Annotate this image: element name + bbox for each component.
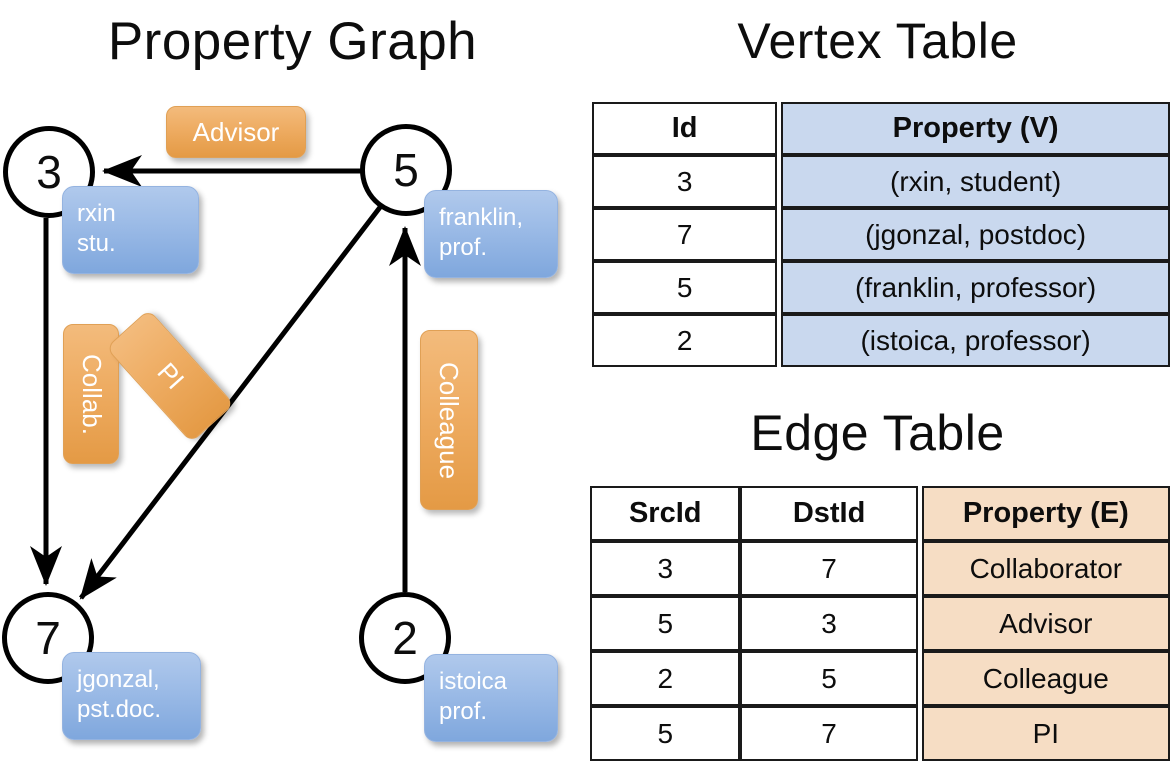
vertex-table-header-property: Property (V) bbox=[781, 102, 1170, 155]
table-row[interactable]: 2 5 Colleague bbox=[590, 651, 1170, 706]
edge-cell-srcid: 3 bbox=[590, 541, 741, 596]
edge-cell-dstid: 7 bbox=[740, 706, 918, 761]
vertex-property-box-istoica: istoica prof. bbox=[424, 654, 558, 742]
vertex-cell-property: (jgonzal, postdoc) bbox=[781, 208, 1170, 261]
edge-cell-dstid: 3 bbox=[740, 596, 918, 651]
edge-cell-srcid: 5 bbox=[590, 596, 741, 651]
edge-table-column-gap bbox=[917, 651, 922, 706]
vertex-property-line-2: prof. bbox=[439, 698, 488, 725]
vertex-property-box-franklin: franklin, prof. bbox=[424, 190, 558, 278]
vertex-table-column-gap bbox=[777, 102, 782, 155]
edge-table: SrcId DstId Property (E) 3 7 Collaborato… bbox=[590, 486, 1170, 761]
vertex-cell-id: 2 bbox=[592, 314, 778, 367]
edge-table-header-srcid: SrcId bbox=[590, 486, 741, 541]
graph-node-5[interactable]: 5 bbox=[360, 124, 452, 216]
table-row[interactable]: 5 7 PI bbox=[590, 706, 1170, 761]
page-title-property-graph: Property Graph bbox=[107, 12, 478, 71]
edge-table-header-dstid: DstId bbox=[740, 486, 918, 541]
edge-label-advisor-text: Advisor bbox=[192, 116, 280, 147]
table-row[interactable]: 3 (rxin, student) bbox=[592, 155, 1170, 208]
graph-edges bbox=[30, 155, 421, 600]
edge-cell-property: Advisor bbox=[921, 596, 1170, 651]
table-row[interactable]: 2 (istoica, professor) bbox=[592, 314, 1170, 367]
edge-label-pi-text: PI bbox=[150, 356, 190, 395]
edge-table-column-gap bbox=[917, 596, 922, 651]
vertex-cell-id: 3 bbox=[592, 155, 778, 208]
table-row[interactable]: 5 (franklin, professor) bbox=[592, 261, 1170, 314]
vertex-table-column-gap bbox=[777, 208, 782, 261]
edge-cell-property: PI bbox=[921, 706, 1170, 761]
vertex-cell-property: (franklin, professor) bbox=[781, 261, 1170, 314]
vertex-property-line-1: franklin, bbox=[439, 204, 524, 231]
graph-node-2[interactable]: 2 bbox=[359, 592, 451, 684]
vertex-property-line-1: jgonzal, bbox=[77, 666, 160, 693]
edge-table-column-gap bbox=[917, 706, 922, 761]
edge-label-colleague-text: Colleague bbox=[434, 361, 465, 479]
edge-label-advisor: Advisor bbox=[166, 106, 306, 158]
edge-cell-property: Colleague bbox=[921, 651, 1170, 706]
edge-table-column-gap bbox=[917, 486, 922, 541]
edge-table-column-gap bbox=[917, 541, 922, 596]
vertex-property-box-jgonzal: jgonzal, pst.doc. bbox=[62, 652, 201, 740]
vertex-property-line-2: pst.doc. bbox=[77, 696, 162, 723]
vertex-cell-property: (istoica, professor) bbox=[781, 314, 1170, 367]
graph-node-5-label: 5 bbox=[393, 144, 419, 196]
vertex-property-line-2: prof. bbox=[439, 234, 488, 261]
table-row[interactable]: 5 3 Advisor bbox=[590, 596, 1170, 651]
edge-label-colleague: Colleague bbox=[420, 330, 478, 510]
vertex-property-box-rxin: rxin stu. bbox=[62, 186, 199, 274]
graph-node-3-label: 3 bbox=[36, 146, 62, 198]
property-graph-panel: Property Graph 3 5 7 2 rxin stu. frankli… bbox=[0, 0, 585, 760]
table-row[interactable]: 7 (jgonzal, postdoc) bbox=[592, 208, 1170, 261]
vertex-table: Id Property (V) 3 (rxin, student) 7 (jgo… bbox=[592, 102, 1170, 367]
vertex-table-column-gap bbox=[777, 261, 782, 314]
vertex-table-column-gap bbox=[777, 155, 782, 208]
page-title-edge-table: Edge Table bbox=[750, 405, 1005, 461]
edge-cell-dstid: 7 bbox=[740, 541, 918, 596]
vertex-property-line-1: rxin bbox=[77, 200, 116, 227]
page-title-vertex-table: Vertex Table bbox=[737, 13, 1018, 69]
graph-node-2-label: 2 bbox=[392, 612, 418, 664]
table-row[interactable]: 3 7 Collaborator bbox=[590, 541, 1170, 596]
vertex-property-line-2: stu. bbox=[77, 230, 116, 257]
vertex-table-column-gap bbox=[777, 314, 782, 367]
edge-cell-dstid: 5 bbox=[740, 651, 918, 706]
edge-table-header-property: Property (E) bbox=[921, 486, 1170, 541]
graph-node-7-label: 7 bbox=[35, 612, 61, 664]
edge-cell-srcid: 2 bbox=[590, 651, 741, 706]
edge-5-to-7 bbox=[79, 204, 383, 600]
edge-label-collab-text: Collab. bbox=[76, 353, 107, 435]
vertex-property-line-1: istoica bbox=[439, 668, 508, 695]
vertex-cell-property: (rxin, student) bbox=[781, 155, 1170, 208]
vertex-cell-id: 7 bbox=[592, 208, 778, 261]
edge-cell-property: Collaborator bbox=[921, 541, 1170, 596]
vertex-table-header-row: Id Property (V) bbox=[592, 102, 1170, 155]
vertex-cell-id: 5 bbox=[592, 261, 778, 314]
edge-cell-srcid: 5 bbox=[590, 706, 741, 761]
edge-table-header-row: SrcId DstId Property (E) bbox=[590, 486, 1170, 541]
vertex-table-header-id: Id bbox=[592, 102, 778, 155]
